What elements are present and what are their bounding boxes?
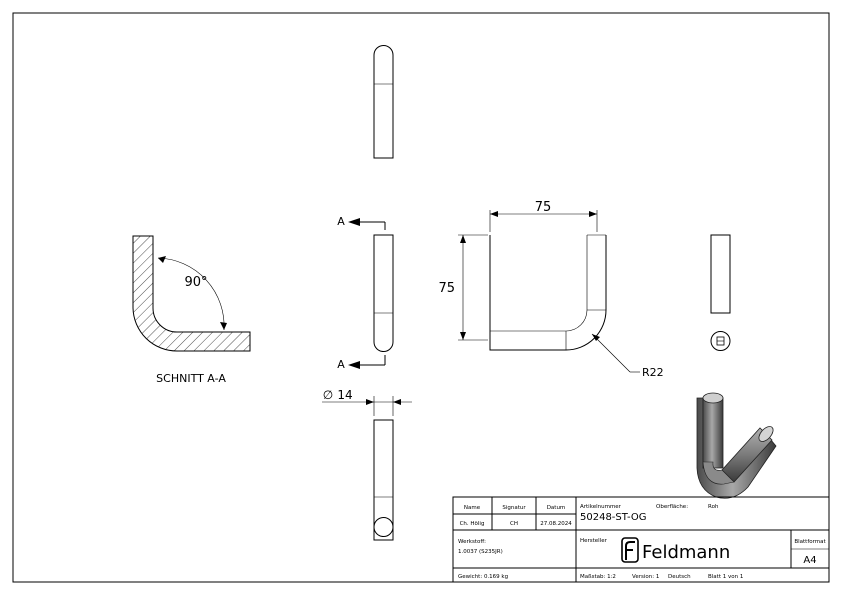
hersteller-label: Hersteller bbox=[580, 538, 608, 544]
oberflaeche-label: Oberfläche: bbox=[656, 504, 688, 510]
section-view: 90° SCHNITT A-A bbox=[132, 235, 251, 385]
row-name: Ch. Hölig bbox=[460, 521, 485, 527]
blattformat-value: A4 bbox=[803, 555, 816, 566]
diameter-symbol: ∅ bbox=[323, 388, 333, 402]
diameter-value: 14 bbox=[337, 388, 352, 402]
width-dimension: 75 bbox=[535, 200, 552, 215]
header-name: Name bbox=[464, 505, 481, 511]
artikelnummer: 50248-ST-OG bbox=[580, 512, 646, 523]
front-view: 75 75 R22 bbox=[438, 200, 663, 379]
massstab: Maßstab: 1:2 bbox=[580, 574, 616, 580]
oberflaeche-value: Roh bbox=[708, 504, 719, 510]
angle-label: 90° bbox=[184, 275, 207, 290]
blatt: Blatt 1 von 1 bbox=[708, 574, 743, 580]
section-marker-top: A bbox=[337, 215, 345, 228]
row-datum: 27.08.2024 bbox=[540, 521, 572, 527]
height-dimension: 75 bbox=[438, 281, 455, 296]
blattformat-label: Blattformat bbox=[794, 539, 826, 545]
werkstoff-label: Werkstoff: bbox=[458, 539, 486, 545]
feldmann-logo-icon bbox=[621, 537, 639, 563]
version: Version: 1 bbox=[632, 574, 659, 580]
section-caption: SCHNITT A-A bbox=[156, 372, 226, 385]
side-view: A A bbox=[337, 215, 394, 371]
header-signatur: Signatur bbox=[502, 505, 526, 511]
angle-arc bbox=[157, 257, 225, 331]
radius-dimension: R22 bbox=[642, 366, 664, 379]
brand-name: Feldmann bbox=[642, 542, 730, 563]
gewicht: Gewicht: 0.169 kg bbox=[458, 574, 508, 580]
top-view bbox=[373, 45, 394, 159]
row-signatur: CH bbox=[510, 521, 518, 527]
bottom-view bbox=[373, 419, 394, 541]
title-block: Name Signatur Datum Ch. Hölig CH 27.08.2… bbox=[452, 496, 830, 583]
right-view bbox=[710, 234, 731, 351]
sprache: Deutsch bbox=[668, 574, 691, 580]
werkstoff-value: 1.0037 (S235JR) bbox=[458, 549, 503, 555]
diameter-dimension: ∅ 14 bbox=[322, 388, 412, 416]
artikelnummer-label: Artikelnummer bbox=[580, 504, 622, 510]
isometric-render bbox=[696, 392, 777, 499]
section-hatch bbox=[132, 235, 251, 352]
header-datum: Datum bbox=[547, 505, 566, 511]
section-marker-bottom: A bbox=[337, 358, 345, 371]
sheet-border bbox=[12, 12, 830, 583]
